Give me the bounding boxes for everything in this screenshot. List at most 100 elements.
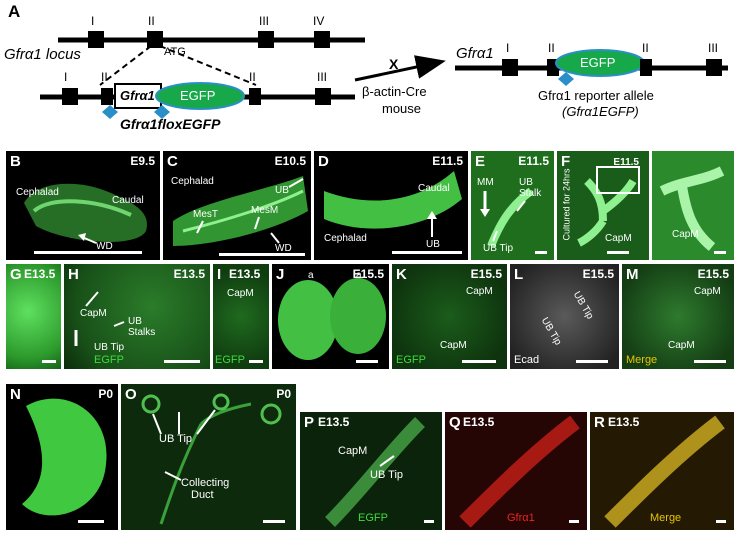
- scale-bar-e: [535, 251, 547, 254]
- annotation-wd-b: WD: [96, 241, 113, 252]
- stage-label-d: E11.5: [432, 154, 463, 168]
- panel-r-tissue: [590, 412, 734, 530]
- construct-exon-label-4: III: [317, 70, 328, 84]
- panel-n-kidney: [22, 398, 107, 516]
- annotation-capm-h: CapM: [80, 308, 107, 319]
- panel-i: I E13.5 CapM EGFP: [213, 264, 269, 369]
- stage-label-h: E13.5: [173, 267, 205, 281]
- panel-l: L E15.5 UB Tip UB Tip Ecad: [510, 264, 619, 369]
- panel-o-tissue: [121, 384, 296, 530]
- panel-j-kidneys: [278, 278, 386, 360]
- panel-c: C E10.5 Cephalad UB MesT MesM WD: [163, 151, 311, 260]
- panel-m-tissue: [622, 264, 734, 369]
- egfp-oval: [155, 82, 245, 110]
- panel-label-h: H: [68, 266, 79, 283]
- annotation-ubtip-o: UB Tip: [159, 433, 193, 445]
- annotation-ubtip-e: UB Tip: [483, 243, 514, 254]
- arrow-wd-b: [78, 233, 97, 244]
- loxp-diamond-1: [102, 105, 118, 119]
- annotation-stalks-h: Stalks: [128, 327, 156, 338]
- reporter-egfp-label: EGFP: [580, 55, 616, 70]
- scale-bar-j: [356, 360, 378, 363]
- dashed-right: [159, 45, 257, 86]
- panel-label-b: B: [10, 153, 21, 170]
- construct-exon-2a: [101, 88, 113, 105]
- annotation-cephalad-c: Cephalad: [171, 176, 214, 187]
- channel-label-k: EGFP: [396, 354, 426, 366]
- stage-label-g: E13.5: [24, 267, 56, 281]
- schematic-panel-a: A Gfrα1 locus I II III IV ATG I II II II…: [0, 0, 740, 150]
- panel-label-l: L: [514, 266, 524, 283]
- annotation-ub-h: UB: [128, 316, 142, 327]
- dashed-left: [99, 45, 152, 86]
- loxp-diamond-2: [154, 105, 170, 119]
- panel-label-j: J: [276, 266, 285, 283]
- flox-label: Gfrα1floxEGFP: [120, 116, 221, 132]
- construct-exon-label-1: I: [64, 70, 68, 84]
- panel-q-tissue: [445, 412, 587, 530]
- reporter-exon-label-4: III: [708, 41, 719, 55]
- stage-label-p: E13.5: [318, 415, 350, 429]
- channel-label-r: Merge: [650, 512, 682, 524]
- scale-bar-o: [263, 520, 285, 523]
- panel-e: E E11.5 MM UB Stalk UB Tip: [471, 151, 554, 260]
- scale-bar-m: [694, 360, 726, 363]
- panel-m: M E15.5 CapM CapM Merge: [622, 264, 734, 369]
- construct-exon-2b: [249, 88, 261, 105]
- stage-label-i: E13.5: [229, 267, 261, 281]
- egfp-box-label: EGFP: [180, 88, 216, 103]
- panel-label-d: D: [318, 153, 329, 170]
- panel-j: J E15.5 a a: [272, 264, 389, 369]
- channel-label-l: Ecad: [514, 354, 540, 366]
- annotation-ubtip-p: UB Tip: [370, 469, 404, 481]
- panel-k-tissue: [392, 264, 507, 369]
- panel-f2-tissue: [652, 151, 734, 260]
- panel-label-a: A: [8, 2, 21, 21]
- channel-label-i: EGFP: [215, 354, 245, 366]
- annotation-capm-p: CapM: [338, 445, 368, 457]
- scale-bar-l: [576, 360, 608, 363]
- panel-q: Q E13.5 Gfrα1: [445, 412, 587, 530]
- reporter-loxp-diamond: [558, 72, 574, 86]
- scale-bar-g: [42, 360, 56, 363]
- annotation-cephalad-d: Cephalad: [324, 233, 367, 244]
- panel-label-o: O: [125, 386, 137, 403]
- scale-bar-c: [219, 253, 305, 256]
- construct-exon-label-3: II: [249, 70, 256, 84]
- cross-symbol: X: [389, 56, 399, 72]
- exon-label-4: IV: [313, 14, 325, 28]
- arrow-ub-d: [427, 211, 437, 237]
- annotation-caudal-b: Caudal: [112, 195, 144, 206]
- panel-b-embryo: [24, 183, 147, 242]
- annotation-duct2-o: Duct: [191, 489, 214, 501]
- arrows-h: [74, 291, 125, 346]
- annotation-wd-c: WD: [275, 243, 292, 254]
- exon-1: [88, 31, 104, 48]
- panel-h-tissue: [64, 264, 210, 369]
- stage-label-m: E15.5: [697, 267, 729, 281]
- construct-exon-label-2: II: [101, 70, 108, 84]
- annotation-cephalad-b: Cephalad: [16, 187, 59, 198]
- panel-p: P E13.5 CapM UB Tip EGFP: [300, 412, 442, 530]
- scale-bar-p: [424, 520, 434, 523]
- channel-label-p: EGFP: [358, 512, 388, 524]
- exon-4: [314, 31, 330, 48]
- panel-label-p: P: [304, 414, 315, 431]
- panel-f2: CapM: [652, 151, 734, 260]
- scale-bar-b: [34, 251, 142, 254]
- panel-g-tissue: [6, 264, 61, 369]
- annotation-mesm-c: MesM: [251, 205, 279, 216]
- annotation-a1-j: a: [308, 270, 314, 281]
- panel-label-g: G: [10, 266, 22, 283]
- stage-label-j: E15.5: [352, 267, 384, 281]
- panel-f-tissue: [557, 151, 649, 260]
- annotation-capm2-m: CapM: [668, 340, 695, 351]
- panel-l-tissue: [510, 264, 619, 369]
- annotation-cultured-f: Cultured for 24hrs: [561, 168, 572, 241]
- stage-label-k: E15.5: [470, 267, 502, 281]
- panel-label-e: E: [475, 153, 486, 170]
- scale-bar-h: [164, 360, 200, 363]
- channel-label-h: EGFP: [94, 354, 124, 366]
- panel-f: E11.5 F Cultured for 24hrs CapM: [557, 151, 649, 260]
- cross-arrow: [354, 55, 446, 82]
